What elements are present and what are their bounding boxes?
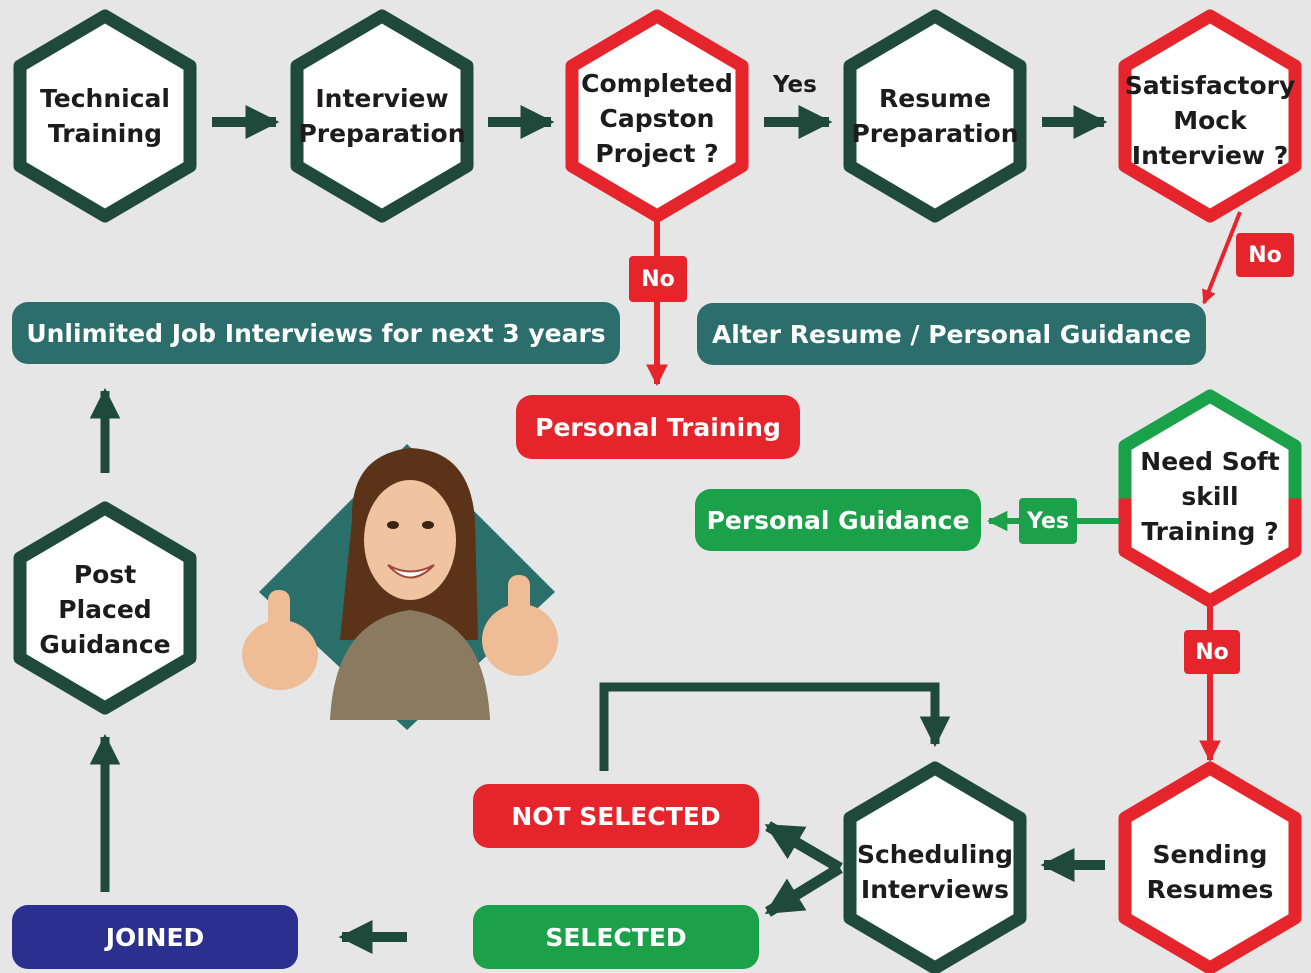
box-not-selected: NOT SELECTED — [473, 784, 759, 848]
arrow-scheduling-to-not-selected — [764, 821, 843, 873]
badge-yes-soft: Yes — [1019, 498, 1077, 544]
box-personal-training: Personal Training — [516, 395, 800, 459]
node-resume-preparation: Resume Preparation — [851, 84, 1019, 148]
box-selected: SELECTED — [473, 905, 759, 969]
node-need-soft-skill: Need Soft skill Training ? — [1140, 447, 1280, 546]
box-alter-resume: Alter Resume / Personal Guidance — [697, 303, 1206, 365]
node-interview-preparation: Interview Preparation — [298, 84, 466, 148]
node-scheduling-interviews: Scheduling Interviews — [856, 840, 1014, 904]
hex-interview-preparation — [290, 9, 474, 223]
node-technical-training: Technical Training — [40, 84, 170, 148]
node-sending-resumes: Sending Resumes — [1146, 840, 1274, 904]
loop-not-selected-to-scheduling — [599, 682, 951, 771]
box-joined: JOINED — [12, 905, 298, 969]
arrow-mock-no — [1202, 211, 1242, 305]
arrow-scheduling-to-selected — [764, 863, 843, 917]
node-post-placed-guidance: Post Placed Guidance — [39, 560, 171, 659]
badge-no-soft: No — [1184, 630, 1240, 674]
badge-no-mock: No — [1236, 233, 1294, 277]
node-completed-capston: Completed Capston Project ? — [581, 69, 733, 168]
hex-completed-capston — [565, 9, 749, 223]
hex-sending-resumes — [1118, 761, 1302, 973]
hex-technical-training — [13, 9, 197, 223]
hex-need-soft-skill — [1118, 389, 1302, 608]
thumbs-up-photo — [242, 444, 558, 730]
hex-post-placed-guidance — [13, 501, 197, 715]
box-personal-guidance: Personal Guidance — [695, 489, 981, 551]
node-satisfactory-mock: Satisfactory Mock Interview ? — [1124, 71, 1296, 170]
box-unlimited-interviews: Unlimited Job Interviews for next 3 year… — [12, 302, 620, 364]
hex-scheduling-interviews — [843, 761, 1027, 973]
hex-resume-preparation — [843, 9, 1027, 223]
badge-no-capston: No — [629, 256, 687, 302]
label-yes-capston: Yes — [773, 72, 817, 98]
hex-satisfactory-mock — [1118, 9, 1302, 223]
